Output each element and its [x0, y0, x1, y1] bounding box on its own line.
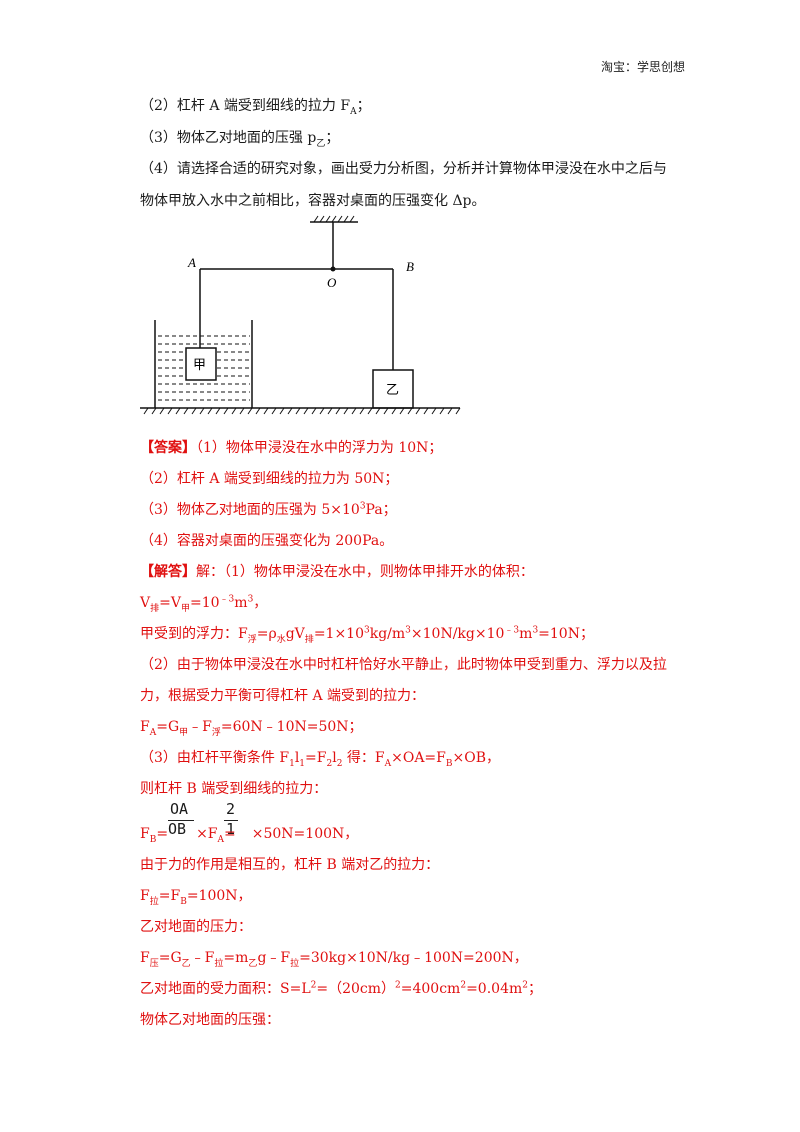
solution-13: F压=G乙﹣F拉=m乙g﹣F拉=30kg×10N/kg﹣100N=200N， — [140, 950, 528, 969]
fraction-2-bar — [224, 820, 238, 821]
solution-tag: 【解答】 — [140, 564, 196, 580]
fraction-2-denominator: 1 — [226, 820, 236, 838]
fraction-1-bar — [168, 820, 194, 821]
solution-1: 【解答】解：（1）物体甲浸没在水中，则物体甲排开水的体积： — [140, 564, 534, 580]
solution-6: FA=G甲﹣F浮=60N﹣10N=50N； — [140, 719, 363, 738]
fraction-1-denominator: OB — [168, 820, 187, 838]
solution-15: 物体乙对地面的压强： — [140, 1012, 280, 1028]
water-surface — [158, 335, 250, 401]
solution-10: 由于力的作用是相互的，杠杆 B 端对乙的拉力： — [140, 857, 440, 873]
fraction-2-numerator: 2 — [226, 800, 236, 818]
solution-8: 则杠杆 B 端受到细线的拉力： — [140, 781, 328, 797]
answer-tag: 【答案】 — [140, 440, 196, 456]
pivot-point — [330, 266, 336, 272]
solution-4: （2）由于物体甲浸没在水中时杠杆恰好水平静止，此时物体甲受到重力、浮力以及拉 — [140, 657, 667, 673]
label-yi: 乙 — [386, 383, 399, 398]
label-a: A — [187, 255, 196, 270]
label-o: O — [327, 275, 337, 290]
solution-2: V排=V甲=10﹣3m3， — [140, 594, 268, 614]
solution-12: 乙对地面的压力： — [140, 919, 252, 935]
label-b: B — [406, 259, 414, 274]
solution-9: FB=×FA=×50N=100N， — [140, 826, 359, 845]
solution-14: 乙对地面的受力面积：S=L2=（20cm）2=400cm2=0.04m2； — [140, 980, 542, 997]
question-2: （2）杠杆 A 端受到细线的拉力 FA； — [140, 98, 371, 117]
answer-1: 【答案】（1）物体甲浸没在水中的浮力为 10N； — [140, 440, 443, 456]
fraction-1-numerator: OA — [170, 800, 189, 818]
block-jia — [185, 347, 217, 381]
answer-2: （2）杠杆 A 端受到细线的拉力为 50N； — [140, 471, 399, 487]
answer-4: （4）容器对桌面的压强变化为 200Pa。 — [140, 533, 394, 549]
water-container — [154, 320, 253, 408]
question-3: （3）物体乙对地面的压强 p乙； — [140, 130, 340, 149]
solution-3: 甲受到的浮力：F浮=ρ水gV排=1×103kg/m3×10N/kg×10﹣3m3… — [140, 625, 594, 645]
answer-3: （3）物体乙对地面的压强为 5×103Pa； — [140, 501, 397, 518]
ceiling-hatch — [313, 215, 355, 223]
ground-hatch — [143, 407, 461, 415]
lever-diagram: A B O 甲 乙 — [140, 215, 461, 415]
header-brand: 淘宝：学思创想 — [600, 60, 685, 74]
solution-5: 力，根据受力平衡可得杠杆 A 端受到的拉力： — [140, 688, 426, 704]
solution-11: F拉=FB=100N， — [140, 888, 252, 907]
question-4-line2: 物体甲放入水中之前相比，容器对桌面的压强变化 Δp。 — [140, 193, 486, 209]
solution-7: （3）由杠杆平衡条件 F1l1=F2l2 得：FA×OA=FB×OB， — [140, 750, 500, 769]
label-jia: 甲 — [193, 358, 206, 373]
question-4-line1: （4）请选择合适的研究对象，画出受力分析图，分析并计算物体甲浸没在水中之后与 — [140, 161, 667, 177]
